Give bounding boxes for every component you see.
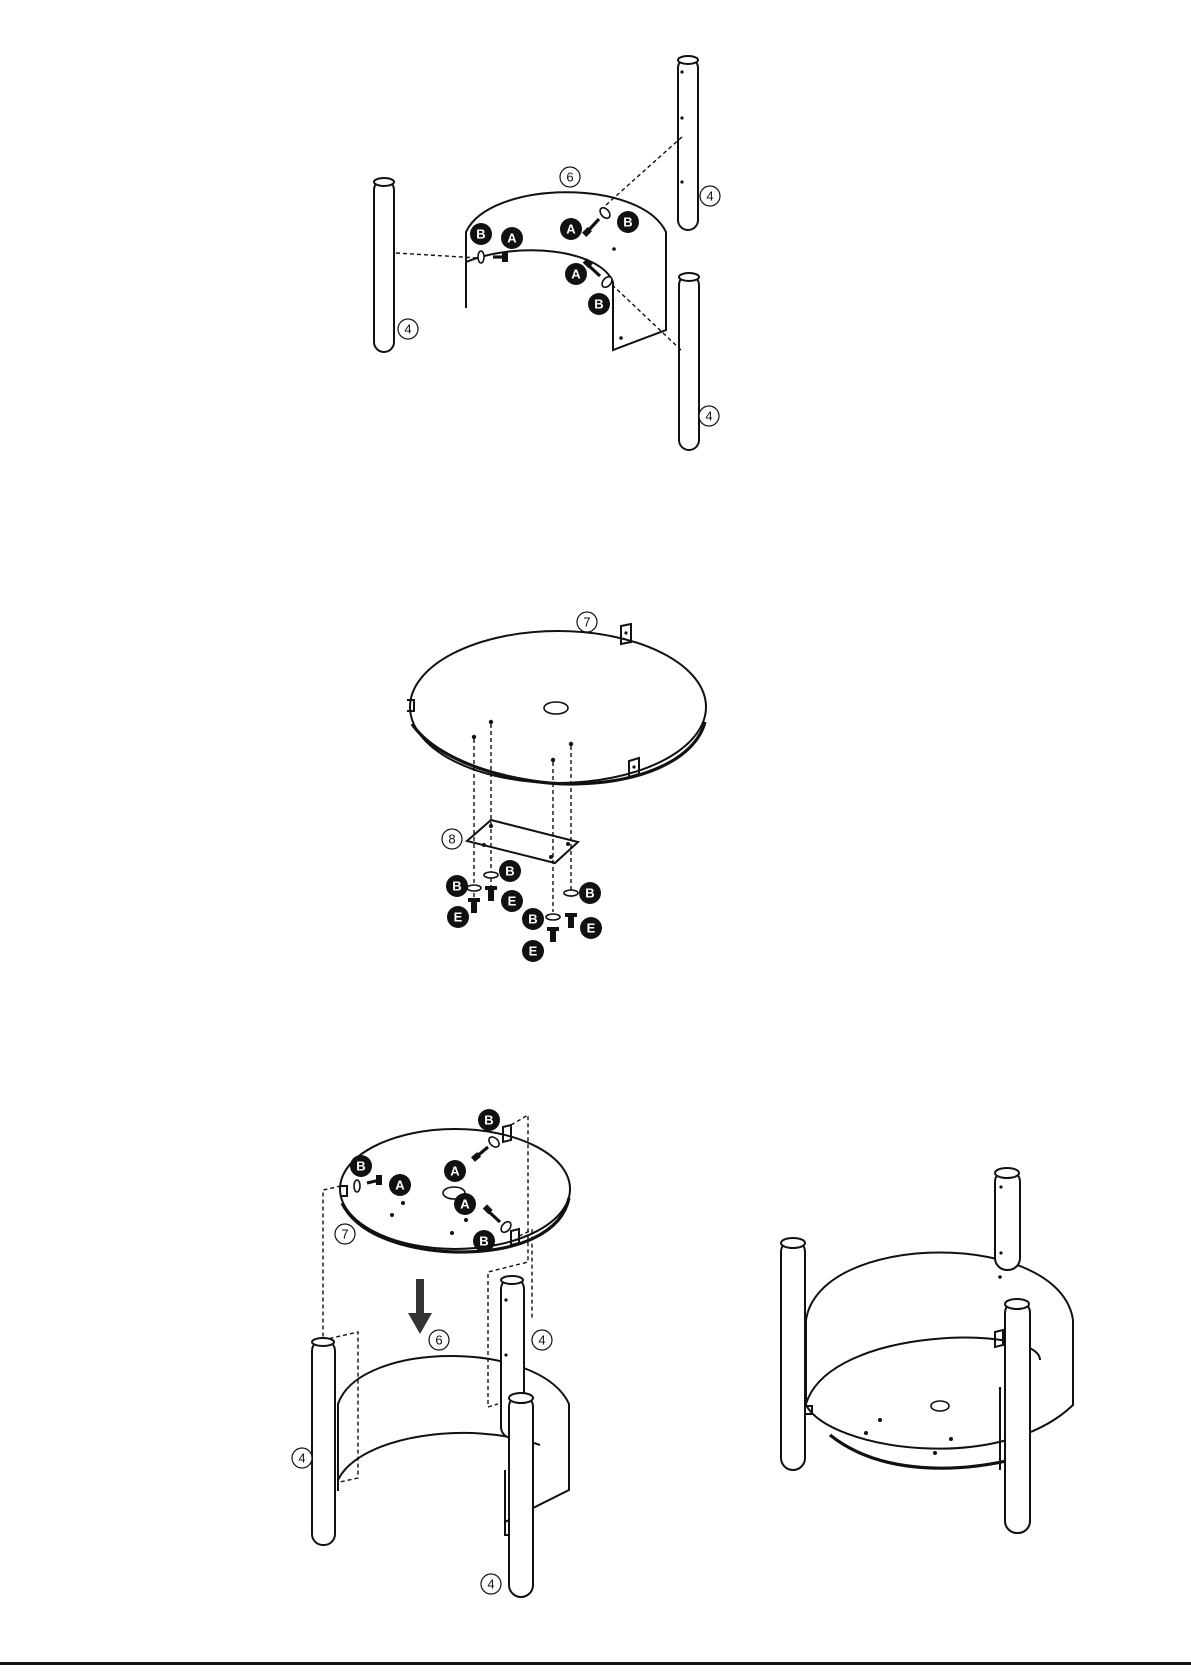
- svg-text:A: A: [395, 1178, 405, 1193]
- hardware-label-e: E: [522, 940, 544, 962]
- svg-text:B: B: [585, 886, 594, 901]
- hardware-label-a: A: [444, 1160, 466, 1182]
- post-front-right: [679, 273, 699, 450]
- svg-text:E: E: [454, 910, 463, 925]
- svg-text:B: B: [484, 1113, 493, 1128]
- svg-text:6: 6: [435, 1333, 442, 1348]
- post-back: [995, 1168, 1020, 1270]
- svg-text:E: E: [529, 944, 538, 959]
- svg-text:4: 4: [487, 1577, 494, 1592]
- down-arrow-icon: [408, 1279, 432, 1334]
- post-back-right: [678, 56, 698, 230]
- part-number-6: 6: [560, 167, 580, 187]
- hardware-label-b: B: [470, 223, 492, 245]
- svg-text:B: B: [528, 912, 537, 927]
- step-2-diagram: 7 8 B B E E B B: [407, 612, 706, 962]
- hardware-label-a: A: [560, 218, 582, 240]
- part-number-7: 7: [577, 612, 597, 632]
- hardware-label-a: A: [565, 263, 587, 285]
- svg-text:B: B: [356, 1159, 365, 1174]
- svg-text:6: 6: [566, 170, 573, 185]
- svg-text:B: B: [479, 1234, 488, 1249]
- svg-text:A: A: [507, 231, 517, 246]
- svg-text:A: A: [571, 267, 581, 282]
- screw-a: [583, 258, 614, 289]
- round-disc: [407, 624, 706, 784]
- hardware-label-e: E: [447, 906, 469, 928]
- guide-line: [606, 136, 683, 205]
- svg-text:B: B: [594, 297, 603, 312]
- svg-text:A: A: [450, 1164, 460, 1179]
- hardware-label-b: B: [522, 908, 544, 930]
- hardware-label-a: A: [501, 227, 523, 249]
- svg-text:B: B: [505, 864, 514, 879]
- part-number-4: 4: [398, 319, 418, 339]
- guide-line: [607, 280, 681, 350]
- screw-a: [471, 1135, 501, 1162]
- curved-panel: [338, 1356, 569, 1535]
- part-number-6: 6: [429, 1330, 449, 1350]
- part-number-4: 4: [532, 1330, 552, 1350]
- post-left: [781, 1238, 805, 1470]
- svg-text:E: E: [508, 894, 517, 909]
- bolt-e: [484, 872, 498, 901]
- hardware-label-b: B: [350, 1155, 372, 1177]
- hardware-label-b: B: [617, 211, 639, 233]
- bolt-e: [467, 885, 481, 913]
- hardware-label-a: A: [389, 1174, 411, 1196]
- hardware-label-a: A: [454, 1193, 476, 1215]
- svg-text:4: 4: [538, 1333, 545, 1348]
- post-front: [509, 1393, 533, 1597]
- screw-a: [478, 251, 508, 263]
- bolt-e: [546, 914, 560, 942]
- mounting-plate: [467, 820, 578, 863]
- part-number-4: 4: [292, 1448, 312, 1468]
- post-left: [374, 178, 394, 352]
- screw-a: [582, 206, 612, 237]
- assembled-frame: [781, 1168, 1073, 1533]
- hardware-label-b: B: [473, 1230, 495, 1252]
- part-number-4: 4: [699, 406, 719, 426]
- hardware-label-b: B: [499, 860, 521, 882]
- step-1-diagram: 6 4 4 4 B A A B: [374, 56, 720, 450]
- bolt-e: [564, 890, 578, 928]
- hardware-label-b: B: [588, 293, 610, 315]
- svg-text:4: 4: [705, 409, 712, 424]
- hardware-label-b: B: [446, 875, 468, 897]
- svg-text:A: A: [460, 1197, 470, 1212]
- svg-text:4: 4: [404, 322, 411, 337]
- svg-text:4: 4: [706, 189, 713, 204]
- svg-text:7: 7: [583, 615, 590, 630]
- svg-text:A: A: [566, 222, 576, 237]
- svg-text:7: 7: [341, 1227, 348, 1242]
- post-left: [312, 1338, 335, 1545]
- post-front: [1005, 1299, 1030, 1533]
- hardware-label-b: B: [478, 1109, 500, 1131]
- part-number-4: 4: [481, 1574, 501, 1594]
- svg-text:E: E: [587, 921, 596, 936]
- hardware-label-e: E: [580, 917, 602, 939]
- hardware-label-e: E: [501, 890, 523, 912]
- part-number-7: 7: [335, 1224, 355, 1244]
- hardware-label-b: B: [579, 882, 601, 904]
- screw-a: [354, 1175, 382, 1192]
- part-number-4: 4: [700, 186, 720, 206]
- screw-a: [483, 1204, 513, 1234]
- svg-text:B: B: [476, 227, 485, 242]
- svg-text:B: B: [623, 215, 632, 230]
- step-3-diagram: 7 6 4 4 4 B B A: [292, 1109, 570, 1597]
- svg-text:8: 8: [448, 832, 455, 847]
- round-disc: [340, 1125, 570, 1252]
- svg-text:4: 4: [298, 1451, 305, 1466]
- part-number-8: 8: [442, 829, 462, 849]
- svg-text:B: B: [452, 879, 461, 894]
- page-bottom-rule: [0, 1662, 1191, 1665]
